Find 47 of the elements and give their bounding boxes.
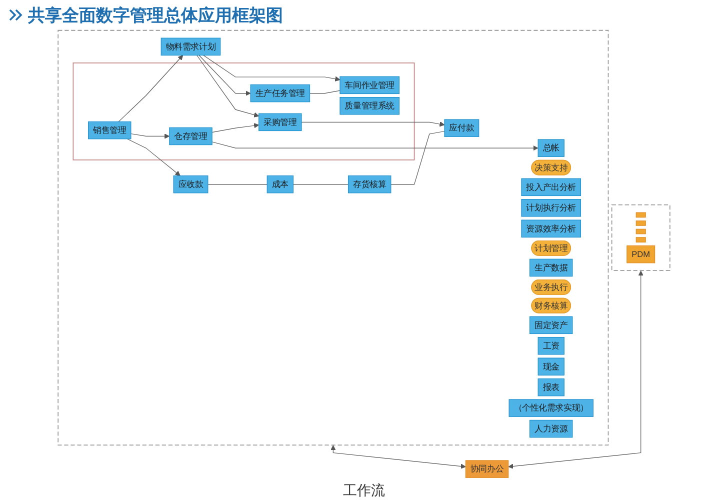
connector — [309, 90, 340, 94]
node-box: 协同办公 — [465, 460, 509, 478]
node-box — [636, 237, 646, 242]
node-box: 计划执行分析 — [521, 199, 581, 217]
node-box: 应收款 — [173, 175, 208, 194]
node-box: 生产数据 — [529, 258, 573, 277]
node-box: 现金 — [538, 358, 564, 376]
node-box: 采购管理 — [258, 113, 302, 132]
arrow — [301, 122, 445, 127]
arrow — [118, 55, 184, 122]
arrow — [203, 54, 340, 82]
node-box: 仓存管理 — [169, 127, 212, 146]
diagram-title: 共享全面数字管理总体应用框架图 — [28, 4, 283, 26]
annotation-label: 工作流 — [343, 482, 385, 498]
arrow — [196, 54, 260, 118]
node-box: 资源效率分析 — [521, 220, 581, 238]
connector — [390, 130, 445, 185]
node-box: 销售管理 — [88, 121, 132, 140]
node-box: 存货核算 — [348, 175, 392, 194]
node-box: 人力资源 — [529, 420, 573, 438]
node-box — [636, 228, 646, 234]
node-box: （个性化需求实现） — [508, 399, 594, 417]
arrow — [330, 445, 466, 469]
node-box: 固定资产 — [529, 316, 573, 334]
node-box: 质量管理系统 — [340, 97, 400, 115]
node-box: PDM — [626, 245, 656, 264]
node-box: 物料需求计划 — [160, 38, 221, 56]
node-box: 应付款 — [444, 119, 480, 137]
cluster — [611, 204, 670, 272]
node-box: 生产任务管理 — [250, 84, 310, 102]
arrow — [130, 133, 170, 139]
arrow — [198, 54, 251, 96]
node-box — [636, 220, 646, 226]
node-box: 总帐 — [538, 139, 564, 157]
node-box: 投入产出分析 — [521, 178, 581, 196]
arrow — [212, 142, 538, 151]
connector — [292, 184, 349, 185]
node-box: 报表 — [538, 378, 564, 396]
node-box: 成本 — [266, 175, 294, 194]
arrow — [212, 123, 260, 133]
cluster — [72, 62, 415, 160]
connector — [208, 184, 268, 185]
node-box: 工资 — [538, 336, 564, 355]
arrow — [126, 138, 180, 176]
node-box: 车间作业管理 — [340, 76, 400, 94]
node-box — [636, 212, 646, 218]
cluster — [58, 30, 609, 446]
